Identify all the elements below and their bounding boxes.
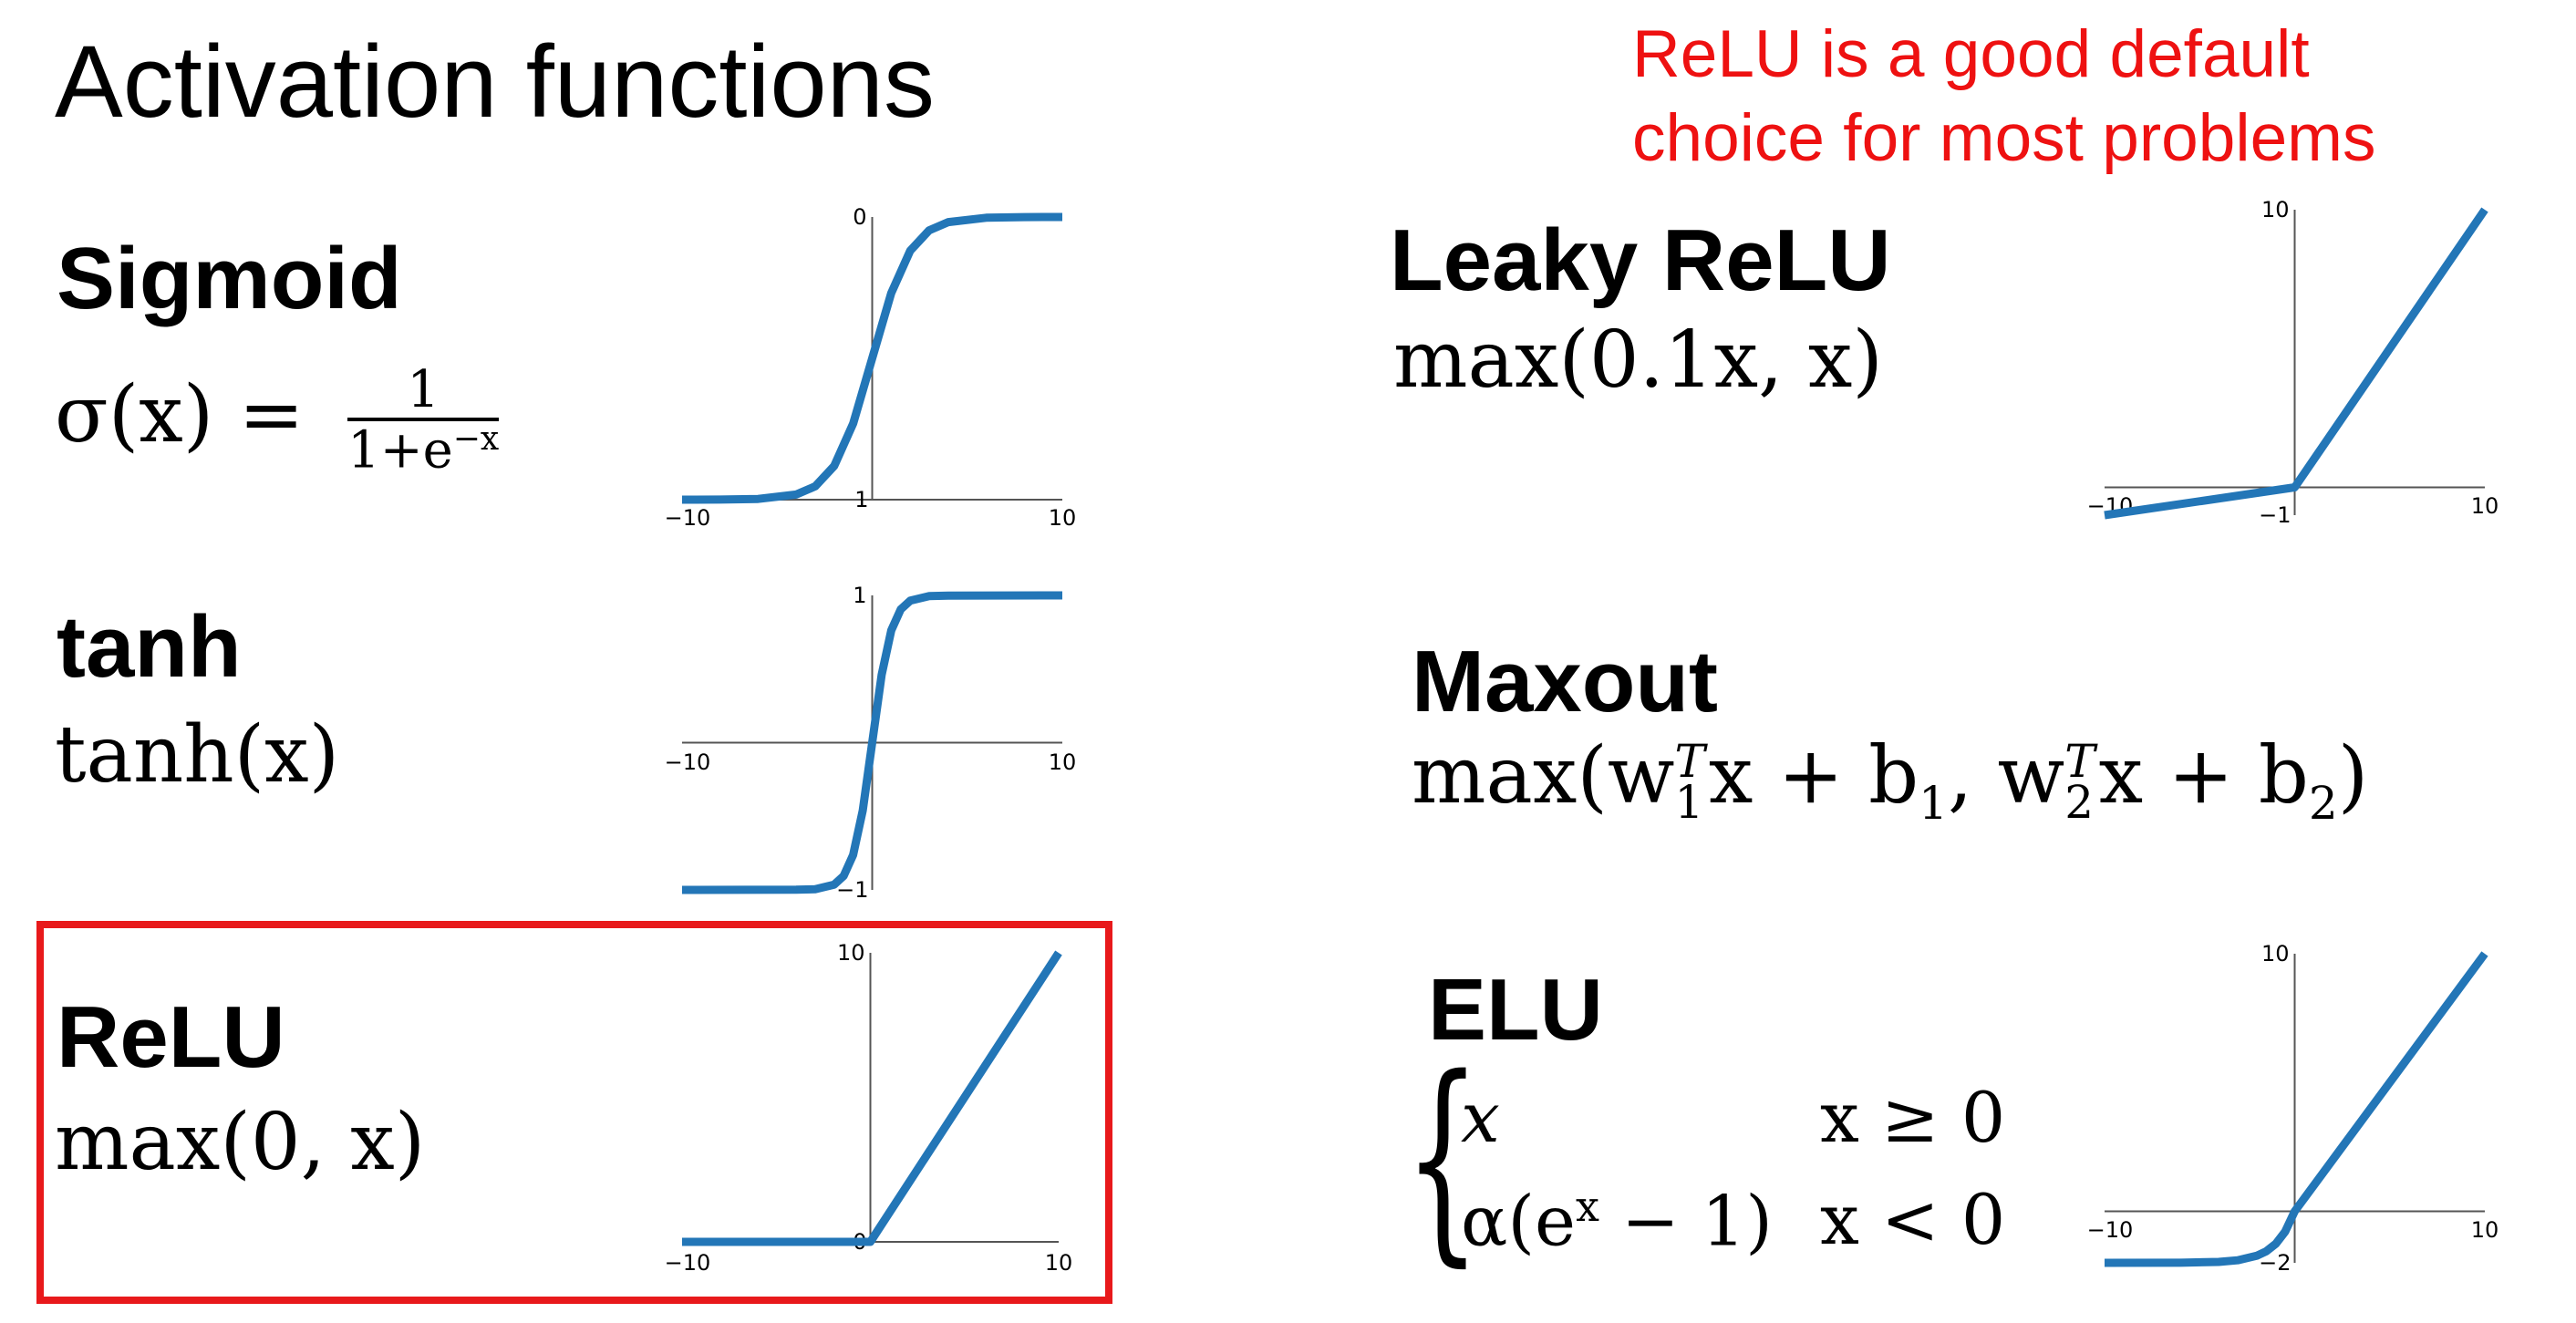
relu-formula: max(0, x)	[55, 1097, 426, 1188]
elu-curve	[2104, 951, 2488, 1267]
maxout-name: Maxout	[1412, 633, 1718, 730]
maxout-sub1: 1	[1674, 775, 1704, 829]
elu-case1-cond: x ≥ 0	[1820, 1077, 2006, 1158]
relu-highlight-box	[36, 921, 1112, 1304]
elu-name: ELU	[1428, 961, 1603, 1059]
elu-xtick-min: −10	[2087, 1217, 2134, 1243]
sigmoid-formula: σ(x) = 1 1+e−x	[55, 365, 500, 477]
tanh-xtick-min: −10	[665, 749, 711, 775]
sigmoid-den-exp: −x	[452, 420, 500, 458]
slide-title: Activation functions	[55, 25, 935, 139]
maxout-b2: 2	[2308, 777, 2338, 831]
leaky-relu-xtick-max: 10	[2471, 493, 2499, 519]
maxout-close: )	[2337, 730, 2369, 822]
sigmoid-fraction: 1 1+e−x	[347, 365, 500, 477]
maxout-end: x + b	[2098, 730, 2309, 822]
sigmoid-den-base: 1+e	[347, 420, 453, 481]
maxout-part-a: max(w	[1412, 730, 1675, 822]
leaky-relu-formula: max(0.1x, x)	[1393, 315, 1883, 406]
sigmoid-curve	[681, 212, 1063, 504]
maxout-comma: , w	[1947, 730, 2065, 822]
relu-curve	[682, 950, 1062, 1246]
sigmoid-ytick-top: 0	[853, 204, 866, 230]
note-line-2: choice for most problems	[1632, 101, 2376, 175]
relu-xtick-min: −10	[665, 1250, 711, 1276]
tanh-name: tanh	[57, 598, 242, 696]
elu-xtick-max: 10	[2471, 1217, 2499, 1243]
elu-case1-expr: x	[1461, 1083, 1500, 1152]
sigmoid-name: Sigmoid	[57, 230, 402, 327]
maxout-sup2: T	[2064, 734, 2095, 788]
sigmoid-xtick-max: 10	[1049, 505, 1077, 531]
tanh-ytick-top: 1	[853, 583, 866, 608]
sigmoid-numerator: 1	[347, 365, 500, 421]
tanh-formula: tanh(x)	[55, 709, 340, 801]
tanh-curve	[681, 591, 1063, 894]
relu-xtick-max: 10	[1045, 1250, 1073, 1276]
elu-case2-tail: − 1)	[1598, 1180, 1773, 1262]
sigmoid-denominator: 1+e−x	[347, 421, 499, 477]
elu-case2-cond: x < 0	[1820, 1179, 2006, 1260]
elu-case1-x: x	[1461, 1077, 1500, 1158]
elu-brace: {	[1404, 1030, 1481, 1286]
note-line-1: ReLU is a good default	[1632, 17, 2310, 91]
maxout-mid: x + b	[1708, 730, 1919, 822]
elu-case2-expr: α(ex − 1)	[1461, 1185, 1773, 1256]
sigmoid-formula-lhs: σ(x) =	[55, 368, 305, 460]
sigmoid-xtick-min: −10	[665, 505, 711, 531]
recommendation-note: ReLU is a good default choice for most p…	[1632, 13, 2375, 181]
tanh-xtick-max: 10	[1049, 749, 1077, 775]
relu-name: ReLU	[57, 988, 285, 1086]
leaky-relu-curve	[2104, 207, 2488, 520]
sigmoid-ytick-bottom: 1	[854, 487, 868, 512]
leaky-relu-ytick-top: 10	[2261, 197, 2290, 222]
leaky-relu-name: Leaky ReLU	[1390, 212, 1891, 309]
elu-ytick-top: 10	[2261, 941, 2290, 966]
elu-case2-exp: x	[1575, 1182, 1599, 1231]
relu-ytick-top: 10	[837, 940, 865, 966]
maxout-b1: 1	[1919, 777, 1948, 831]
elu-case2-base: α(e	[1461, 1180, 1576, 1262]
maxout-sub2: 2	[2064, 775, 2095, 829]
maxout-sup1: T	[1674, 734, 1705, 788]
leaky-relu-ytick-bottom: −1	[2259, 502, 2291, 528]
